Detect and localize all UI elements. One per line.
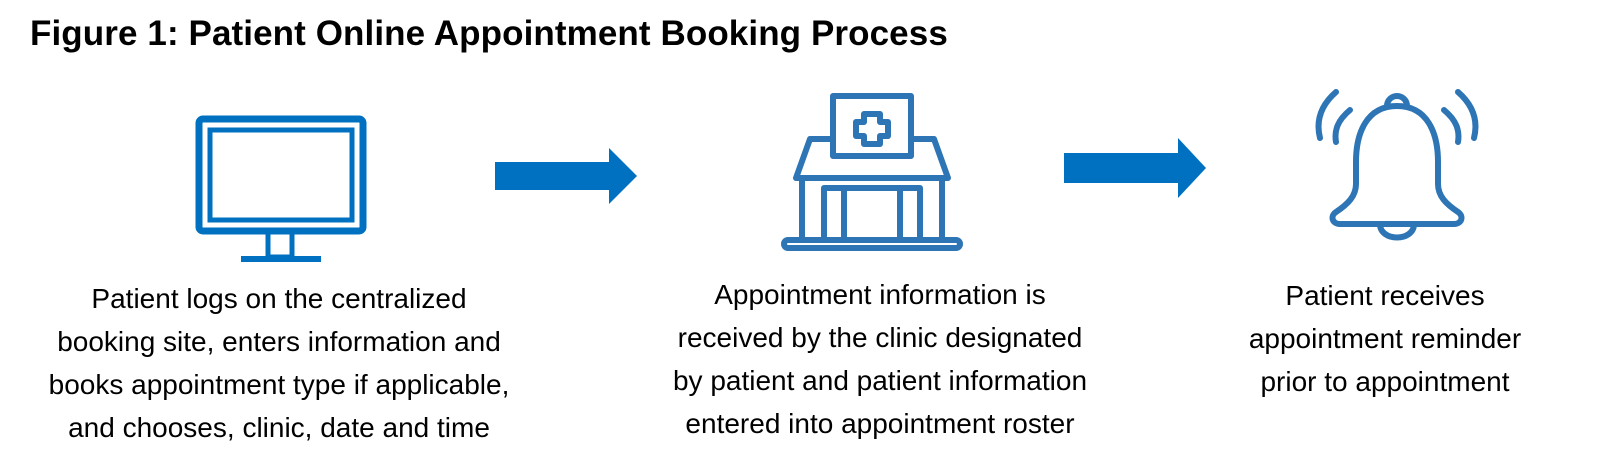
caption-line: Patient logs on the centralized	[91, 283, 467, 314]
figure-title: Figure 1: Patient Online Appointment Boo…	[30, 14, 948, 53]
caption-line: books appointment type if applicable,	[48, 369, 510, 400]
caption-line: prior to appointment	[1260, 366, 1510, 397]
caption-line: appointment reminder	[1248, 323, 1522, 354]
step-1-caption: Patient logs on the centralized booking …	[24, 277, 534, 449]
computer-monitor-icon	[195, 115, 367, 262]
caption-line: booking site, enters information and	[57, 326, 501, 357]
alarm-bell-icon	[1315, 89, 1479, 241]
right-arrow-icon	[1064, 138, 1206, 198]
caption-line: Appointment information is	[714, 279, 1046, 310]
right-arrow-icon	[495, 148, 637, 204]
caption-line: received by the clinic designated	[677, 322, 1083, 353]
step-3-caption: Patient receives appointment reminder pr…	[1220, 274, 1550, 403]
step-2-caption: Appointment information is received by t…	[640, 273, 1120, 445]
caption-line: entered into appointment roster	[685, 408, 1075, 439]
clinic-building-icon	[781, 93, 963, 251]
caption-line: by patient and patient information	[672, 365, 1088, 396]
caption-line: Patient receives	[1285, 280, 1485, 311]
caption-line: and chooses, clinic, date and time	[68, 412, 490, 443]
